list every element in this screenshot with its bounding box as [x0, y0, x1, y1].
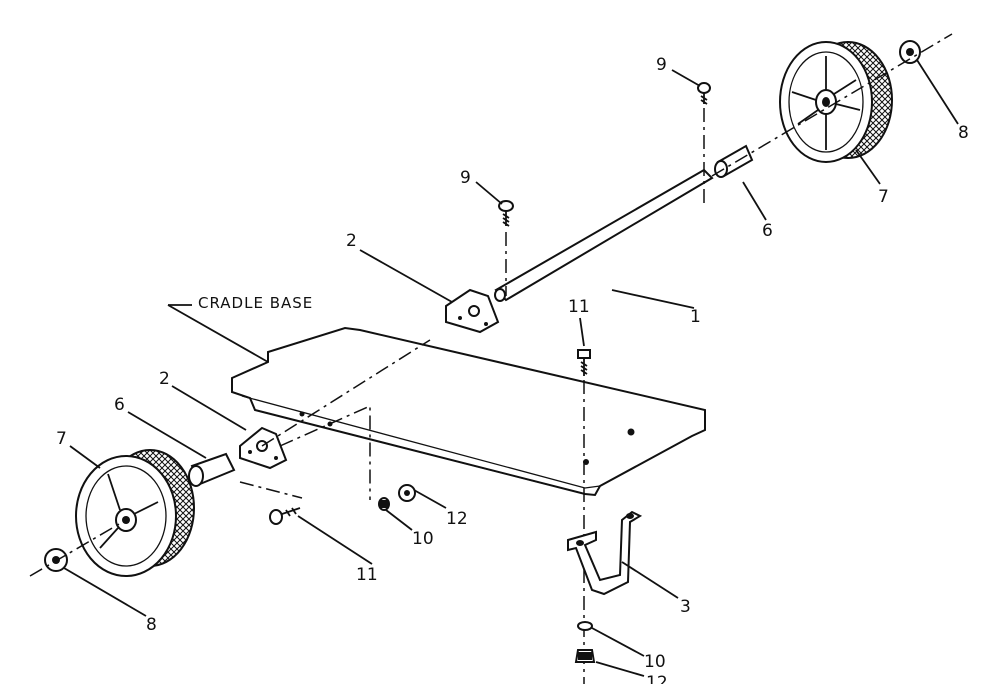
- washer-10-bottom: [577, 621, 593, 631]
- u-bracket: [567, 510, 643, 596]
- wheel-lower-left: [75, 449, 195, 577]
- axle-rod: [494, 168, 714, 302]
- dash-guide-box: [279, 404, 371, 500]
- callout-9-right: 9: [656, 55, 667, 75]
- callout-leaders: [63, 59, 959, 677]
- callout-12-middle: 12: [446, 509, 468, 529]
- bolt-9-left: [498, 200, 514, 227]
- callout-6-left: 6: [114, 395, 125, 415]
- callout-8-right: 8: [958, 123, 969, 143]
- washer-10-middle: [378, 497, 390, 511]
- callout-7-left: 7: [56, 429, 67, 449]
- callout-8-left: 8: [146, 615, 157, 635]
- callout-2-lower: 2: [159, 369, 170, 389]
- spacer-tube-right: [714, 144, 754, 178]
- callout-9-left: 9: [460, 168, 471, 188]
- callout-11-lower: 11: [356, 565, 378, 585]
- callout-numbers: 1 2 2 3 6 6 7 7 8 8 9 9 10 10 11 11 12 1…: [56, 55, 969, 684]
- callout-1: 1: [690, 307, 701, 327]
- callout-10-bottom: 10: [644, 652, 666, 672]
- spacer-tube-left: [188, 452, 236, 487]
- bracket-plate-lower: [239, 426, 288, 470]
- dash-line-axle-right: [711, 33, 953, 177]
- dash-line-axle-left: [261, 339, 431, 447]
- callout-2-upper: 2: [346, 231, 357, 251]
- cradle-base-label: CRADLE BASE: [198, 294, 313, 312]
- bolt-9-right: [697, 82, 711, 105]
- wheel-upper-right: [779, 41, 893, 163]
- callout-12-bottom: 12: [646, 673, 668, 684]
- dash-guide-lower: [239, 481, 303, 499]
- cradle-base-callout: CRADLE BASE: [167, 294, 313, 363]
- dash-line-wheel-left: [29, 519, 127, 577]
- callout-11-upper: 11: [568, 297, 590, 317]
- bolt-11-upper: [577, 349, 591, 376]
- cradle-base-plate: [231, 326, 706, 497]
- washer-upper-right: [899, 40, 921, 64]
- bracket-plate-upper: [445, 288, 500, 334]
- nut-12-bottom: [574, 649, 596, 663]
- nut-12-middle: [398, 484, 416, 502]
- callout-6-right: 6: [762, 221, 773, 241]
- bolt-11-lower: [269, 507, 301, 525]
- callout-10-middle: 10: [412, 529, 434, 549]
- callout-7-right: 7: [878, 187, 889, 207]
- callout-3: 3: [680, 597, 691, 617]
